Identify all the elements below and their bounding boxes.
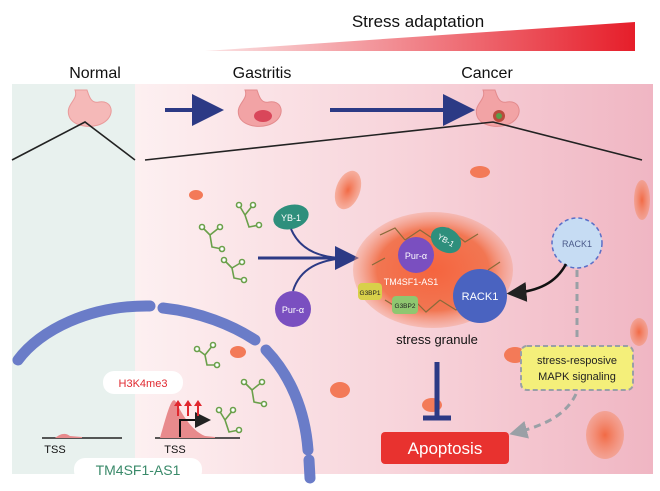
granule-rna-network [371, 227, 501, 313]
apoptosis-label: Apoptosis [408, 439, 483, 458]
pur-alpha-label-free: Pur-α [282, 305, 304, 315]
pur-alpha-label-granule: Pur-α [405, 251, 427, 261]
normal-panel [12, 84, 135, 474]
tss-label-right: TSS [164, 444, 185, 456]
g3bp2-protein [392, 296, 418, 314]
mapk-signaling-box [520, 345, 634, 391]
apoptosis-box [381, 432, 509, 464]
inhibition-bar [423, 362, 451, 421]
stomach-gastritis-icon [237, 89, 282, 127]
rack1-protein-free [551, 217, 603, 269]
stress-adaptation-label: Stress adaptation [352, 12, 484, 31]
g3bp2-label: G3BP2 [395, 303, 416, 310]
lncrna-molecules [193, 201, 268, 434]
g3bp1-protein [358, 283, 382, 300]
h3k4me3-badge [103, 371, 183, 394]
rack1-protein-granule [453, 269, 507, 323]
mapk-label-line1: stress-resposive [537, 355, 617, 367]
yb1-protein-granule [430, 226, 462, 254]
stomach-cancer-icon [475, 89, 520, 127]
tss-label-left: TSS [44, 444, 65, 456]
gene-locus-right [155, 400, 240, 439]
zoom-lines-normal [11, 121, 136, 161]
upregulation-arrows-icon [174, 400, 202, 416]
gene-locus-left [42, 433, 122, 439]
h3k4me3-label: H3K4me3 [119, 378, 168, 390]
yb1-label-free: YB-1 [281, 213, 301, 223]
stress-granule-caption: stress granule [396, 332, 478, 347]
stage-label-normal: Normal [69, 65, 121, 82]
zoom-lines-cancer [144, 121, 643, 161]
mapk-label-line2: MAPK signaling [538, 371, 616, 383]
stage-label-gastritis: Gastritis [233, 65, 292, 82]
stress-gradient-wedge [205, 22, 635, 51]
stomach-normal-icon [67, 89, 112, 127]
pur-alpha-protein-granule [398, 237, 434, 273]
rack1-label-granule: RACK1 [462, 291, 499, 303]
nuclear-envelope [12, 300, 316, 484]
rack1-label-free: RACK1 [562, 239, 592, 249]
stage-label-cancer: Cancer [461, 65, 513, 82]
pur-alpha-protein-free [275, 291, 311, 327]
gene-label-badge [74, 458, 202, 482]
rack1-sequestration-arrow [506, 263, 568, 302]
mapk-to-apoptosis-dashed [509, 393, 578, 439]
gene-label: TM4SF1-AS1 [96, 462, 181, 478]
g3bp1-label: G3BP1 [360, 290, 381, 297]
yb1-protein-free [273, 204, 309, 230]
granule-lncrna-label: TM4SF1-AS1 [384, 277, 439, 287]
